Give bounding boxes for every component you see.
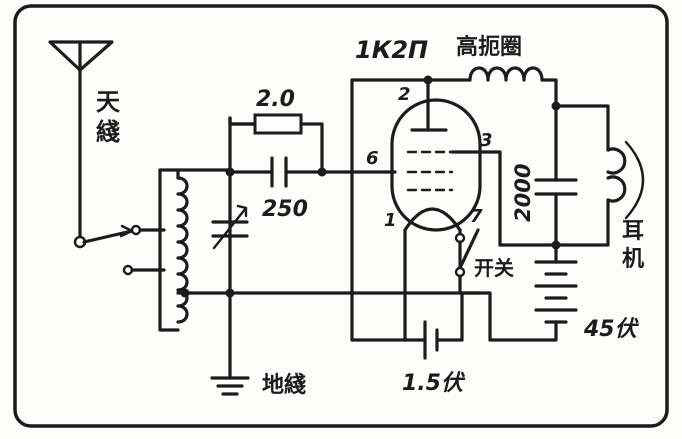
- pin-6-label: 6: [366, 148, 379, 169]
- earphone-label-line2: 机: [622, 247, 644, 272]
- antenna-label-line2: 綫: [96, 118, 120, 146]
- vacuum-tube-1k2p: [390, 75, 502, 342]
- ground-label: 地綫: [262, 372, 306, 398]
- earphone-label-line1: 耳: [622, 219, 644, 244]
- power-switch: [454, 228, 480, 295]
- antenna-symbol: [48, 40, 114, 249]
- pin-1-label: 1: [384, 210, 397, 231]
- antenna-label-line1: 天: [96, 88, 120, 116]
- grid-capacitor: [270, 156, 288, 188]
- frame: [13, 4, 669, 428]
- battery-1-5v: [413, 291, 464, 360]
- battery-45v: [534, 260, 578, 324]
- capacitor-grid-label: 250: [262, 197, 308, 222]
- battery-a-label: 1.5伏: [402, 371, 466, 396]
- ground-symbol: [210, 376, 250, 396]
- capacitor-bypass-label: 2000: [511, 164, 535, 222]
- antenna-tap-switch: [82, 229, 134, 244]
- bypass-capacitor: [534, 178, 578, 196]
- pin-7-label: 7: [470, 206, 483, 227]
- choke-label: 高扼圈: [456, 34, 522, 60]
- pin-3-label: 3: [480, 130, 493, 151]
- battery-b-label: 45伏: [583, 317, 640, 342]
- tuning-coil: [158, 168, 232, 332]
- variable-capacitor: [211, 204, 249, 250]
- pin-2-label: 2: [398, 84, 411, 105]
- tube-label: 1К2П: [355, 36, 428, 64]
- switch-label: 开关: [474, 256, 514, 280]
- choke-coil: [426, 66, 558, 106]
- earphone-symbol: [606, 140, 645, 220]
- resistor-label: 2.0: [256, 87, 295, 112]
- grid-leak-resistor: [253, 113, 303, 135]
